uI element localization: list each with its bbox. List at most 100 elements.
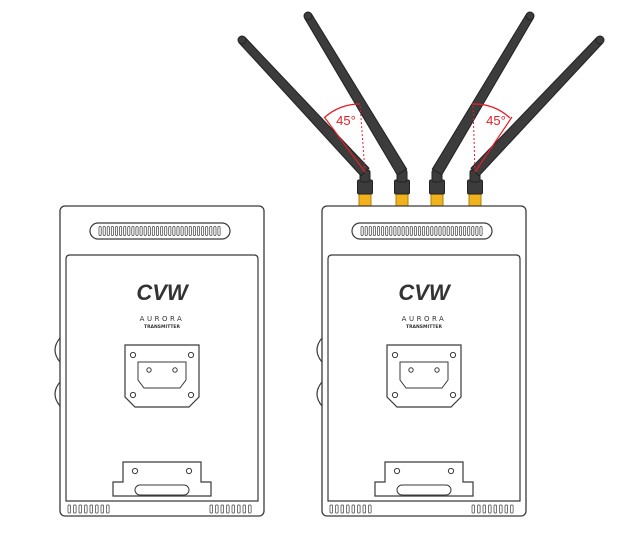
antenna-tip bbox=[303, 11, 313, 21]
mount-screw bbox=[187, 351, 195, 359]
vent-slot bbox=[381, 226, 385, 236]
vent-slot bbox=[471, 226, 475, 236]
angle-arc bbox=[323, 103, 361, 119]
latch-screw bbox=[447, 467, 455, 475]
antennas bbox=[237, 11, 605, 207]
vent-slot bbox=[360, 226, 364, 236]
bottom-vents bbox=[67, 504, 252, 514]
angle-marker-left: 45° bbox=[323, 103, 366, 173]
antenna-tip bbox=[237, 35, 247, 45]
side-clip-lower bbox=[316, 381, 323, 407]
vent-slot bbox=[131, 226, 135, 236]
vent-slot bbox=[184, 226, 188, 236]
vent-slot bbox=[168, 226, 172, 236]
bottom-vent-slot bbox=[248, 504, 252, 514]
bottom-vent-slot bbox=[78, 504, 82, 514]
latch-screw bbox=[393, 467, 401, 475]
vent-slots bbox=[98, 226, 221, 236]
antenna-body bbox=[431, 13, 534, 176]
bottom-vent-slot bbox=[226, 504, 230, 514]
vent-slot bbox=[372, 226, 376, 236]
vent-slot bbox=[164, 226, 168, 236]
vent-slot bbox=[422, 226, 426, 236]
bottom-vent-slot bbox=[231, 504, 235, 514]
vent-slots bbox=[360, 226, 483, 236]
latch-screw bbox=[131, 467, 139, 475]
brand-logo: CVW bbox=[136, 280, 190, 305]
bottom-vent-slot bbox=[357, 504, 361, 514]
bottom-vent-slot bbox=[73, 504, 77, 514]
vent-slot bbox=[438, 226, 442, 236]
vent-slot bbox=[188, 226, 192, 236]
vent-slot bbox=[201, 226, 205, 236]
bottom-vent-slot bbox=[67, 504, 71, 514]
vent-slot bbox=[213, 226, 217, 236]
vent-slot bbox=[385, 226, 389, 236]
vent-slot bbox=[475, 226, 479, 236]
vent-slot bbox=[192, 226, 196, 236]
vent-slot bbox=[102, 226, 106, 236]
side-clip-upper bbox=[54, 337, 61, 363]
mount-screw bbox=[434, 367, 440, 373]
bottom-vent-slot bbox=[482, 504, 486, 514]
bottom-vent-slot bbox=[215, 504, 219, 514]
bottom-vent-slot bbox=[504, 504, 508, 514]
vent-slot bbox=[467, 226, 471, 236]
bottom-vent-slot bbox=[335, 504, 339, 514]
vent-slot bbox=[442, 226, 446, 236]
vent-slot bbox=[397, 226, 401, 236]
angle-label: 45° bbox=[336, 113, 356, 128]
bottom-vent-slot bbox=[510, 504, 514, 514]
angle-marker-right: 45° bbox=[471, 103, 513, 173]
vent-slot bbox=[172, 226, 176, 236]
vent-slot bbox=[205, 226, 209, 236]
vent-slot bbox=[454, 226, 458, 236]
vent-slot bbox=[413, 226, 417, 236]
bottom-vent-slot bbox=[95, 504, 99, 514]
bottom-vent-slot bbox=[346, 504, 350, 514]
vent-slot bbox=[139, 226, 143, 236]
vent-slot bbox=[377, 226, 380, 236]
antenna-body bbox=[304, 13, 408, 176]
vent-slot bbox=[446, 226, 450, 236]
angle-reference bbox=[472, 103, 476, 173]
vent-slot bbox=[197, 226, 200, 236]
vent-slot bbox=[426, 226, 430, 236]
bottom-vent-slot bbox=[488, 504, 492, 514]
latch-slot bbox=[396, 484, 452, 496]
antenna-tip bbox=[595, 35, 605, 45]
vent-slot bbox=[450, 226, 454, 236]
bottom-vent-slot bbox=[209, 504, 213, 514]
vent-slot bbox=[418, 226, 421, 236]
angle-reference bbox=[359, 103, 366, 173]
side-clip-lower bbox=[54, 381, 61, 407]
vent-slot bbox=[459, 226, 462, 236]
device-left: CVW AURORA TRANSMITTER bbox=[54, 205, 265, 517]
vent-slot bbox=[434, 226, 438, 236]
vent-slot bbox=[217, 226, 221, 236]
vent-slot bbox=[147, 226, 151, 236]
vent-slot bbox=[409, 226, 413, 236]
vent-slot bbox=[123, 226, 127, 236]
vent-slot bbox=[401, 226, 405, 236]
angle-label: 45° bbox=[486, 113, 506, 128]
vent-slot bbox=[389, 226, 393, 236]
bottom-vent-slot bbox=[242, 504, 246, 514]
vent-slot bbox=[110, 226, 114, 236]
mount-screw bbox=[449, 351, 457, 359]
vent-slot bbox=[156, 226, 159, 236]
v-mount-slot bbox=[399, 361, 449, 389]
bottom-vent-slot bbox=[477, 504, 481, 514]
vent-slot bbox=[127, 226, 131, 236]
vent-slot bbox=[98, 226, 102, 236]
vent-slot bbox=[143, 226, 147, 236]
angle-line bbox=[324, 117, 366, 173]
vent-slot bbox=[151, 226, 155, 236]
vent-slot bbox=[180, 226, 184, 236]
bottom-vent-slot bbox=[493, 504, 497, 514]
vent-slot bbox=[463, 226, 467, 236]
bottom-vent-slot bbox=[220, 504, 224, 514]
vent-slot bbox=[115, 226, 118, 236]
antenna-body bbox=[238, 36, 370, 177]
